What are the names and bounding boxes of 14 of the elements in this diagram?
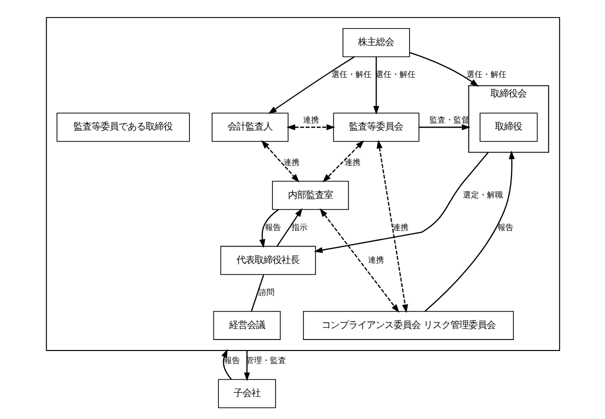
edge-label: 報告	[264, 222, 280, 232]
edge-label: 連携	[302, 116, 318, 125]
edge-label: 連携	[283, 158, 300, 167]
edge-label: 報告	[224, 356, 240, 366]
edge-label: 選定・解職	[462, 190, 503, 200]
edge-label: 監査・監督	[429, 116, 470, 125]
edge-label: 選任・解任	[331, 70, 372, 80]
edge-label: 報告	[497, 222, 514, 232]
edge-label: 選任・解任	[466, 70, 506, 80]
edge-label: 諮問	[258, 288, 274, 297]
edge-label: 連携	[344, 158, 360, 167]
edge-label: 連携	[368, 255, 384, 264]
edge-label: 連携	[392, 222, 408, 232]
edge-label: 指示	[290, 222, 307, 232]
